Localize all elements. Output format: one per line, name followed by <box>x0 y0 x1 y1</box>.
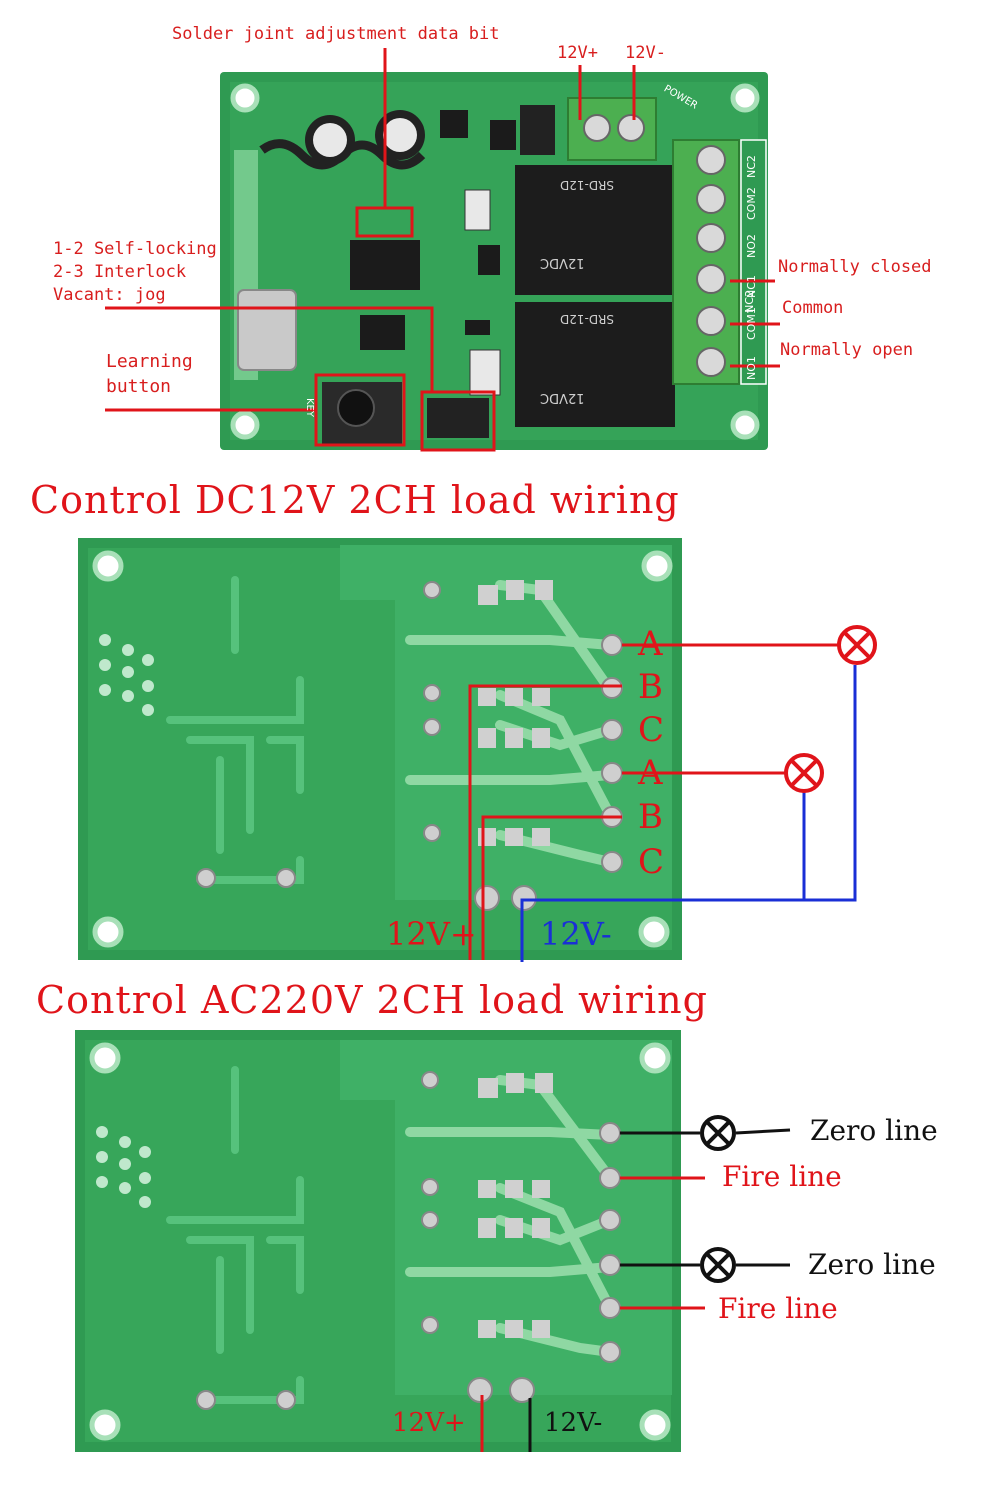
power-plus-label: 12V+ <box>557 43 598 63</box>
ac-fire-line-1: Fire line <box>722 1160 842 1193</box>
mode-jog-label: Vacant: jog <box>53 285 166 305</box>
dc-pcb-board <box>78 538 682 960</box>
ac-minus-label: 12V- <box>544 1408 603 1438</box>
dc-lamp-2-icon <box>784 753 824 793</box>
normally-closed-label: Normally closed <box>778 257 932 277</box>
relay-2-brand: SRD-12D <box>560 312 615 326</box>
dc-terminal-c1: C <box>638 710 665 750</box>
relay-1-voltage: 12VDC <box>540 255 585 270</box>
terminal-label-no1: NO1 <box>745 356 758 380</box>
relay-1-brand: SRD-12D <box>560 178 615 192</box>
terminal-label-no2: NO2 <box>745 234 758 258</box>
mode-self-locking-label: 1-2 Self-locking <box>53 239 217 259</box>
jumper-box <box>420 390 496 452</box>
dc-section-title: Control DC12V 2CH load wiring <box>30 478 680 522</box>
ac-plus-label: 12V+ <box>392 1408 466 1438</box>
ac-lamp-1-icon <box>700 1115 736 1151</box>
dc-terminal-c2: C <box>638 842 665 882</box>
top-callout-lines <box>105 48 780 452</box>
dc-terminal-b2: B <box>638 797 663 837</box>
dc-plus-label: 12V+ <box>386 915 477 953</box>
terminal-label-com1: COM1 <box>745 307 758 340</box>
dc-terminal-a2: A <box>638 753 663 793</box>
terminal-label-nc1: NC1 <box>745 275 758 298</box>
dc-lamp-1-icon <box>837 625 877 665</box>
power-minus-label: 12V- <box>625 43 666 63</box>
top-pcb-board <box>220 72 768 450</box>
relay-2-voltage: 12VDC <box>540 390 585 405</box>
dc-minus-label: 12V- <box>540 915 612 953</box>
mode-interlock-label: 2-3 Interlock <box>53 262 187 282</box>
solder-joint-label: Solder joint adjustment data bit <box>172 24 500 44</box>
dc-terminal-b1: B <box>638 667 663 707</box>
dc-terminal-a1: A <box>638 624 663 664</box>
terminal-label-com2: COM2 <box>745 187 758 220</box>
button-label: button <box>106 376 172 397</box>
ac-pcb-board <box>75 1030 681 1452</box>
ac-zero-line-1: Zero line <box>810 1114 938 1147</box>
key-silkscreen: KEY <box>304 398 315 417</box>
dc-wiring <box>468 643 857 962</box>
common-label: Common <box>782 298 844 318</box>
terminal-label-nc2-text: NC2 <box>745 155 758 178</box>
ac-zero-line-2: Zero line <box>808 1248 936 1281</box>
ac-wiring <box>480 1128 791 1452</box>
ac-fire-line-2: Fire line <box>718 1292 838 1325</box>
normally-open-label: Normally open <box>780 340 914 360</box>
ac-section-title: Control AC220V 2CH load wiring <box>36 978 708 1022</box>
learning-label: Learning <box>106 351 193 372</box>
ac-lamp-2-icon <box>700 1247 736 1283</box>
